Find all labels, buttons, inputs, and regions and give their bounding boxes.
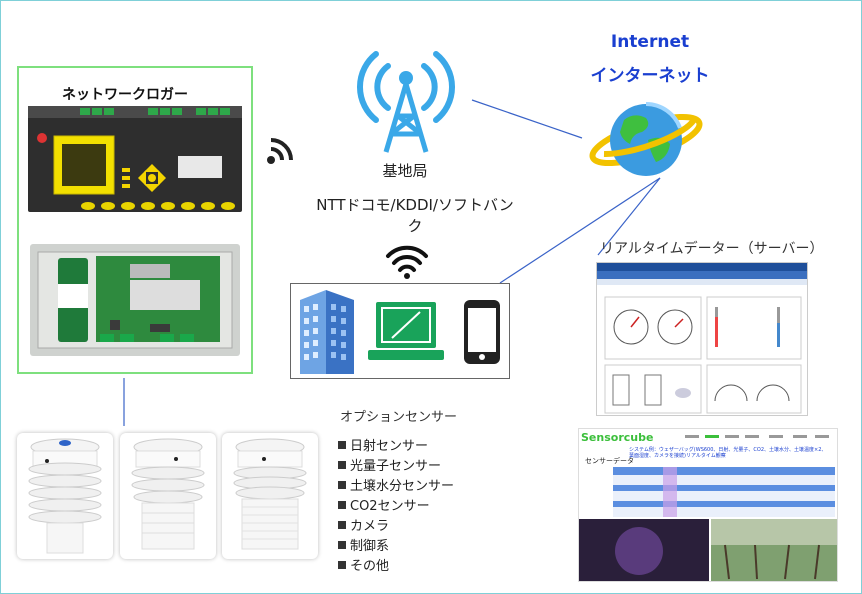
globe-icon (589, 101, 703, 176)
bullet-square-icon (338, 561, 346, 569)
list-item: その他 (338, 557, 454, 577)
option-sensors-title: オプションセンサー (340, 410, 458, 425)
line-tower-internet (471, 99, 583, 139)
logger-device-image (28, 106, 242, 212)
line-internet-devices (499, 177, 661, 284)
bullet-square-icon (338, 521, 346, 529)
building-icon (300, 290, 354, 374)
carriers-label: NTTドコモ/KDDI/ソフトバンク (316, 196, 514, 235)
realtime-data-label: リアルタイムデーター（サーバー） (600, 241, 824, 257)
radio-tower-icon (357, 51, 455, 153)
internet-label-en: Internet (610, 32, 690, 52)
weather-sensor-image-2 (120, 433, 216, 559)
network-logger-title: ネットワークロガー (62, 87, 188, 103)
option-sensors-list: 日射センサー 光量子センサー 土壌水分センサー CO2センサー カメラ 制御系 … (338, 437, 454, 577)
system-description: システム例：ウェザーバッグ(WS600、日射、光量子、CO2、土壌水分、土壌温度… (629, 447, 827, 459)
network-logger-box (17, 66, 253, 374)
server-screen-image (596, 262, 808, 416)
bullet-square-icon (338, 481, 346, 489)
list-item: 制御系 (338, 537, 454, 557)
internet-label-jp: インターネット (590, 66, 710, 86)
weather-sensor-image-3 (222, 433, 318, 559)
list-item: カメラ (338, 517, 454, 537)
bullet-square-icon (338, 441, 346, 449)
smartphone-icon (464, 300, 500, 364)
laptop-icon (368, 302, 444, 360)
wifi-icon (386, 245, 428, 279)
bullet-square-icon (338, 461, 346, 469)
wifi-signal-icon (267, 138, 293, 164)
line-internet-server (597, 177, 661, 256)
bullet-square-icon (338, 501, 346, 509)
list-item: 光量子センサー (338, 457, 454, 477)
sensor-data-section-label: センサーデータ (585, 457, 634, 465)
list-item: 土壌水分センサー (338, 477, 454, 497)
list-item: CO2センサー (338, 497, 454, 517)
list-item: 日射センサー (338, 437, 454, 457)
sensorcube-logo: Sensorcube (581, 431, 654, 444)
logger-board-image (30, 244, 240, 356)
weather-sensor-image-1 (17, 433, 113, 559)
base-station-label: 基地局 (382, 162, 428, 180)
sensorcube-screen-image: Sensorcube センサーデータ システム例：ウェザーバッグ(WS600、日… (578, 428, 838, 582)
bullet-square-icon (338, 541, 346, 549)
